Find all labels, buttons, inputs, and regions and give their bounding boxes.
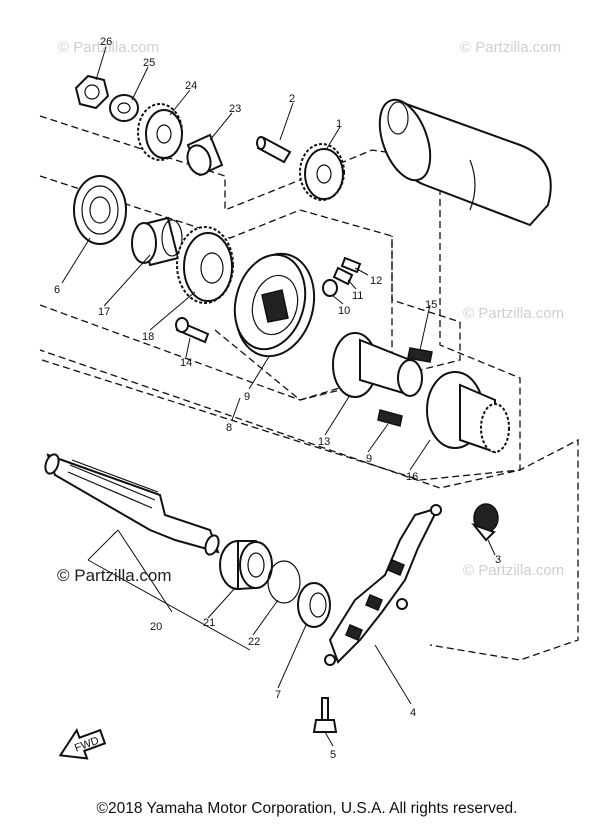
gear-1 (299, 143, 345, 201)
bracket-4 (324, 504, 442, 666)
oil-seal-7 (297, 582, 331, 628)
callout-22: 22 (248, 636, 260, 648)
callout-7: 7 (275, 689, 281, 701)
callout-3: 3 (495, 554, 501, 566)
callout-9b: 9 (366, 453, 372, 465)
callout-6: 6 (54, 284, 60, 296)
spring-12 (340, 256, 362, 274)
copyright-footer: ©2018 Yamaha Motor Corporation, U.S.A. A… (96, 800, 518, 817)
callout-1: 1 (336, 118, 342, 130)
callout-20: 20 (150, 621, 162, 633)
bolt-14 (175, 317, 210, 344)
watermark-mid-right: © Partzilla.com (463, 305, 564, 322)
bearing-21 (219, 540, 273, 591)
gear-24 (137, 103, 183, 161)
callout-23: 23 (229, 103, 241, 115)
callout-25: 25 (143, 57, 155, 69)
sleeve-17 (131, 216, 183, 267)
hub-13 (332, 332, 423, 398)
callout-24: 24 (185, 80, 197, 92)
clutch-housing-9 (233, 252, 316, 358)
pin-2 (256, 136, 292, 164)
callout-12: 12 (370, 275, 382, 287)
bearing-6 (73, 175, 127, 245)
forward-arrow-icon: FWD (58, 727, 107, 760)
watermark-main: © Partzilla.com (57, 566, 172, 585)
washer-25 (109, 94, 139, 122)
watermark-top-right: © Partzilla.com (460, 39, 561, 56)
callout-10: 10 (338, 305, 350, 317)
key-9 (377, 409, 403, 427)
callout-15: 15 (425, 299, 437, 311)
gear-16 (426, 371, 510, 454)
roller-10 (322, 279, 338, 297)
leader-lines (61, 46, 496, 747)
callout-4: 4 (410, 707, 416, 719)
callout-16: 16 (406, 471, 418, 483)
callout-11: 11 (352, 290, 363, 302)
plunger-11 (332, 266, 354, 286)
callout-9a: 9 (244, 391, 250, 403)
callout-26: 26 (100, 36, 112, 48)
callout-21: 21 (203, 617, 215, 629)
callout-13: 13 (318, 436, 330, 448)
watermark-lower-right: © Partzilla.com (463, 562, 564, 579)
callout-8: 8 (226, 422, 232, 434)
callout-5: 5 (330, 749, 336, 761)
callout-18: 18 (142, 331, 154, 343)
callout-2: 2 (289, 93, 295, 105)
nut-26 (74, 74, 110, 110)
main-shaft-20 (44, 453, 220, 556)
plug-3 (471, 503, 499, 542)
starter-motor (378, 98, 552, 227)
shaft-boundary (41, 359, 579, 661)
key-15 (407, 347, 433, 363)
callout-14: 14 (180, 357, 192, 369)
circlip-22 (267, 560, 301, 604)
bolt-5 (312, 697, 338, 733)
callout-17: 17 (98, 306, 110, 318)
gear-18 (176, 226, 234, 304)
watermark-top-left: © Partzilla.com (58, 39, 159, 56)
bushing-23 (186, 133, 224, 177)
